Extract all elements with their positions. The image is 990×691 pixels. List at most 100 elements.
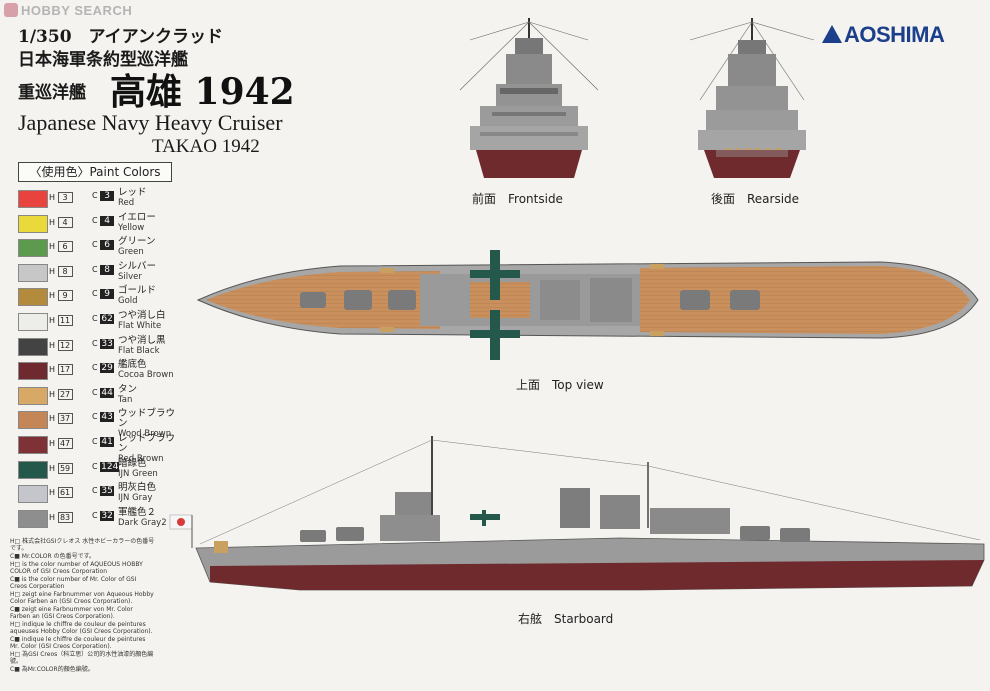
mr-color-code: C 32 bbox=[92, 510, 115, 521]
front-view-drawing bbox=[459, 18, 599, 178]
color-swatch bbox=[18, 362, 48, 381]
aoshima-logo-icon bbox=[822, 25, 842, 43]
color-swatch bbox=[18, 509, 48, 528]
series-title-jp: 日本海軍条約型巡洋艦 bbox=[18, 50, 188, 70]
starboard-view-label: 右舷 Starboard bbox=[518, 612, 614, 626]
hobby-color-code: H 9 bbox=[49, 290, 73, 302]
color-swatch bbox=[18, 411, 48, 430]
legend-line: C■ zeigt eine Farbnummer von Mr. Color F… bbox=[10, 606, 133, 620]
hobby-color-code: H 17 bbox=[49, 364, 73, 376]
mr-color-code: C 35 bbox=[92, 486, 115, 497]
mr-color-code: C 43 bbox=[92, 412, 115, 423]
hobby-color-code: H 3 bbox=[49, 192, 73, 203]
front-view-label: 前面 Frontside bbox=[472, 192, 563, 206]
color-swatch bbox=[18, 263, 48, 282]
mr-color-code: C 29 bbox=[92, 363, 115, 374]
legend-line: H□ indique le chiffre de couleur de pein… bbox=[10, 621, 153, 635]
color-swatch bbox=[18, 288, 48, 307]
color-code-legend: H□ 株式会社GSIクレオス 水性ホビーカラーの色番号です。C■ Mr.COLO… bbox=[10, 538, 155, 674]
legend-line: H□ is the color number of AQUEOUS HOBBY … bbox=[10, 561, 143, 575]
hobby-color-code: H 8 bbox=[49, 265, 73, 277]
color-swatch bbox=[18, 239, 48, 258]
legend-line: H□ zeigt eine Farbnummer von Aqueous Hob… bbox=[10, 591, 154, 605]
color-swatch bbox=[18, 386, 48, 405]
hobby-color-code: H 47 bbox=[49, 438, 73, 449]
legend-line: C■ is the color number of Mr. Color of G… bbox=[10, 576, 137, 590]
hobby-color-code: H 61 bbox=[49, 487, 73, 499]
mr-color-code: C 9 bbox=[92, 289, 115, 300]
rear-view-label: 後面 Rearside bbox=[711, 192, 800, 206]
hobby-search-logo-icon bbox=[4, 3, 18, 17]
mr-color-code: C 4 bbox=[92, 215, 115, 226]
mr-color-code: C 3 bbox=[92, 191, 115, 201]
brand-logo: AOSHIMA bbox=[822, 22, 945, 48]
mr-color-code: C 41 bbox=[92, 437, 115, 447]
color-swatch bbox=[18, 485, 48, 504]
legend-line: H□ 為GSI Creos（科立思）公司的水性油漆的顏色編號。 bbox=[10, 651, 154, 665]
mr-color-code: C 62 bbox=[92, 314, 115, 324]
color-swatch bbox=[18, 436, 48, 454]
color-swatch bbox=[18, 214, 48, 233]
hobby-color-code: H 59 bbox=[49, 462, 73, 474]
mr-color-code: C 8 bbox=[92, 264, 115, 275]
hobby-color-code: H 37 bbox=[49, 413, 73, 425]
title-en-line1: Japanese Navy Heavy Cruiser bbox=[18, 110, 283, 135]
legend-line: C■ indique le chiffre de couleur de pein… bbox=[10, 636, 146, 650]
color-swatch bbox=[18, 190, 48, 208]
watermark: HOBBY SEARCH bbox=[4, 3, 132, 18]
legend-line: C■ Mr.COLOR の色番号です。 bbox=[10, 553, 96, 560]
hobby-color-code: H 11 bbox=[49, 315, 73, 326]
color-swatch bbox=[18, 337, 48, 356]
hobby-color-code: H 6 bbox=[49, 241, 73, 253]
hobby-color-code: H 27 bbox=[49, 388, 73, 400]
hobby-color-code: H 12 bbox=[49, 339, 73, 351]
mr-color-code: C 6 bbox=[92, 240, 115, 251]
color-swatch bbox=[18, 460, 48, 479]
class-title-jp: 重巡洋艦 bbox=[18, 83, 86, 103]
mr-color-code: C 33 bbox=[92, 338, 115, 349]
title-en-line2: TAKAO 1942 bbox=[152, 136, 260, 157]
legend-line: H□ 株式会社GSIクレオス 水性ホビーカラーの色番号です。 bbox=[10, 538, 155, 552]
paint-colors-title: 〈使用色〉Paint Colors bbox=[18, 162, 172, 182]
mr-color-code: C 124 bbox=[92, 461, 120, 472]
top-view-label: 上面 Top view bbox=[516, 378, 604, 392]
hobby-color-code: H 4 bbox=[49, 216, 73, 228]
hobby-color-code: H 83 bbox=[49, 511, 73, 523]
color-swatch bbox=[18, 313, 48, 331]
starboard-view-drawing bbox=[169, 436, 985, 591]
legend-line: C■ 為Mr.COLOR的顏色編號。 bbox=[10, 666, 94, 673]
rear-view-drawing bbox=[689, 18, 815, 178]
top-view-drawing bbox=[196, 250, 979, 360]
mr-color-code: C 44 bbox=[92, 387, 115, 398]
ship-name-jp: 高雄 1942 bbox=[110, 71, 295, 113]
